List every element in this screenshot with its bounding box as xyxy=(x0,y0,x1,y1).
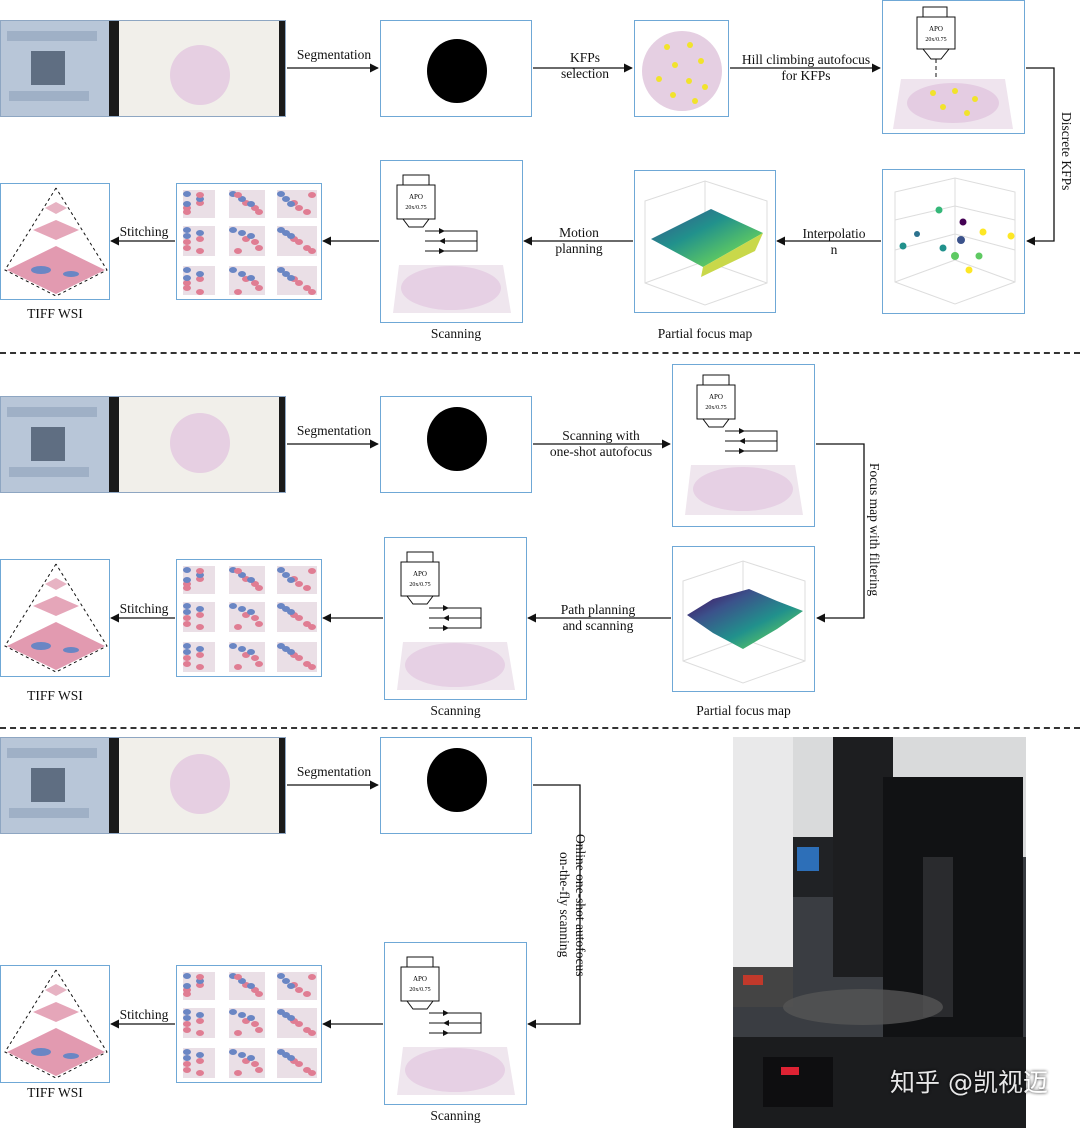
svg-text:APO: APO xyxy=(413,975,427,983)
slide-photo xyxy=(1,21,285,116)
scanning-image-2: APO 20x/0.75 xyxy=(672,364,815,527)
svg-text:20x/0.75: 20x/0.75 xyxy=(409,582,430,588)
svg-text:20x/0.75: 20x/0.75 xyxy=(409,987,430,993)
scanning-caption-1: Scanning xyxy=(430,326,482,341)
svg-text:APO: APO xyxy=(413,570,427,578)
scanner-hardware-photo xyxy=(733,737,1026,1128)
mask-image-2 xyxy=(380,396,532,493)
scanning-caption-2: Scanning xyxy=(430,703,481,718)
partial-focus-map-caption-1: Partial focus map xyxy=(657,326,753,341)
focus-map-image-1 xyxy=(634,170,776,313)
mask-image-3 xyxy=(380,737,532,834)
tiff-wsi-caption-3: TIFF WSI xyxy=(27,1085,83,1100)
tiles-image-3 xyxy=(176,965,322,1083)
objective-kfp-image: APO 20x/0.75 xyxy=(882,0,1025,134)
scanning-image-4: APO 20x/0.75 xyxy=(384,942,527,1105)
svg-text:20x/0.75: 20x/0.75 xyxy=(405,205,426,211)
kfp-points-image xyxy=(634,20,729,117)
tiles-image-1 xyxy=(176,183,322,300)
slide-image-2 xyxy=(0,396,286,493)
section-divider-2 xyxy=(0,727,1080,729)
svg-text:APO: APO xyxy=(409,193,423,201)
scatter-3d-image xyxy=(882,169,1025,314)
stitching-label-2: Stitching xyxy=(119,601,169,616)
tiff-wsi-caption-1: TIFF WSI xyxy=(27,306,83,321)
stitching-label-3: Stitching xyxy=(119,1007,169,1022)
pyramid-image-1 xyxy=(0,183,110,300)
mask-image-1 xyxy=(380,20,532,117)
tiles-image-2 xyxy=(176,559,322,677)
pyramid-image-3 xyxy=(0,965,110,1083)
segmentation-label-3: Segmentation xyxy=(296,764,372,779)
scanning-caption-3: Scanning xyxy=(430,1108,481,1123)
objective-text-2: 20x/0.75 xyxy=(925,37,946,43)
scanning-image-1: APO 20x/0.75 xyxy=(380,160,523,323)
focus-map-filtering-label: Focus map with filtering xyxy=(867,463,882,597)
focus-map-image-2 xyxy=(672,546,815,692)
slide-image-3 xyxy=(0,737,286,834)
segmentation-label-1: Segmentation xyxy=(296,47,372,62)
segmentation-label-2: Segmentation xyxy=(296,423,372,438)
pyramid-image-2 xyxy=(0,559,110,677)
slide-image-1 xyxy=(0,20,286,117)
discrete-kfps-label: Discrete KFPs xyxy=(1059,111,1074,191)
objective-text-1: APO xyxy=(929,25,943,33)
tiff-wsi-caption-2: TIFF WSI xyxy=(27,688,83,703)
svg-text:20x/0.75: 20x/0.75 xyxy=(705,405,726,411)
watermark-text: 知乎 @凯视迈 xyxy=(890,1068,1048,1097)
scanning-image-3: APO 20x/0.75 xyxy=(384,537,527,700)
partial-focus-map-caption-2: Partial focus map xyxy=(696,703,791,718)
stitching-label-1: Stitching xyxy=(119,224,169,239)
section-divider-1 xyxy=(0,352,1080,354)
svg-text:APO: APO xyxy=(709,393,723,401)
